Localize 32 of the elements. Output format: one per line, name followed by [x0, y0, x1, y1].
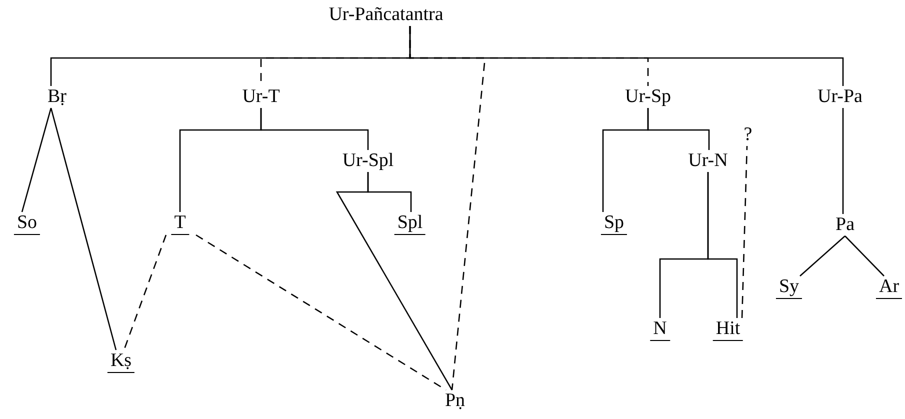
underlined-siglum: Ar — [876, 276, 902, 299]
tree-line — [647, 108, 710, 150]
siglum: Ur-Pa — [818, 86, 862, 108]
tree-line — [179, 108, 262, 212]
underlined-siglum: T — [171, 212, 189, 235]
underlined-siglum: So — [14, 212, 40, 235]
underlined-siglum: Kṣ — [107, 350, 135, 373]
dashed-line — [409, 26, 486, 390]
dashed-line — [196, 234, 446, 391]
tree-line — [842, 108, 844, 214]
siglum: Ur-Spl — [342, 150, 394, 172]
underlined-siglum: Hit — [712, 318, 744, 341]
siglum: Ur-Sp — [624, 86, 672, 108]
tree-line — [844, 236, 884, 276]
siglum: ? — [744, 124, 752, 146]
siglum: Pṇ — [444, 390, 466, 412]
dashed-line — [741, 146, 748, 318]
siglum: Ur-Pañcatantra — [328, 4, 444, 26]
underlined-siglum: Sp — [600, 212, 628, 235]
tree-line — [800, 236, 846, 276]
underlined-siglum: Spl — [394, 212, 426, 235]
tree-line — [21, 108, 52, 212]
siglum: Ur-N — [688, 150, 728, 172]
underlined-siglum: N — [650, 318, 670, 341]
siglum: Ur-T — [242, 86, 280, 108]
siglum: Pa — [836, 214, 854, 236]
tree-line — [336, 172, 453, 390]
tree-line — [50, 108, 117, 350]
dashed-line — [123, 234, 167, 350]
underlined-siglum: Sy — [776, 276, 802, 299]
tree-line — [707, 172, 738, 318]
siglum: Bṛ — [48, 86, 66, 108]
